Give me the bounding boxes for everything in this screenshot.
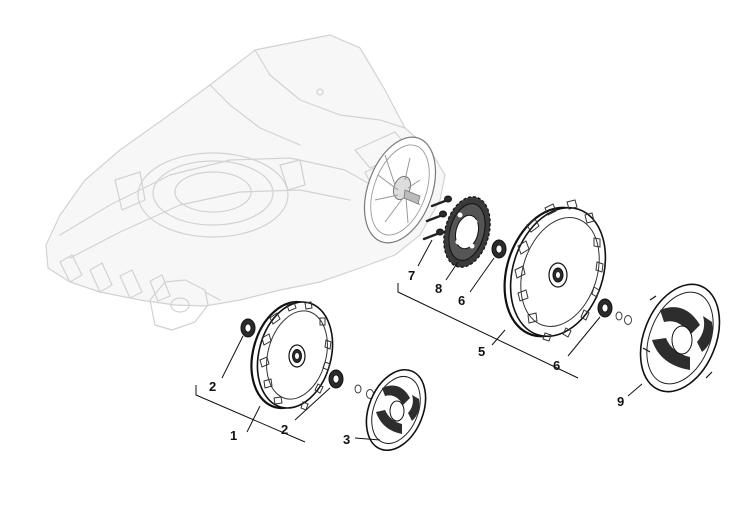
screw-set (422, 195, 452, 241)
callout-labels: 1 2 2 3 5 6 6 7 8 9 (209, 268, 624, 447)
screw (430, 195, 452, 208)
callout-8: 8 (435, 281, 442, 296)
washer-nut-front (354, 384, 374, 399)
rear-hubcap (639, 283, 721, 393)
callout-2-upper: 2 (209, 379, 216, 394)
rear-wheel (503, 199, 607, 342)
bushing-outer (597, 298, 613, 318)
leader-lines (195, 239, 643, 443)
callout-1: 1 (230, 428, 237, 443)
front-hubcap (365, 368, 427, 452)
rear-wheel-bracket-plate (363, 136, 437, 244)
callout-6-upper: 6 (458, 293, 465, 308)
front-wheel (250, 300, 334, 411)
callout-2-lower: 2 (281, 422, 288, 437)
callout-6-lower: 6 (553, 358, 560, 373)
mower-deck-ghost (45, 34, 446, 331)
callout-5: 5 (478, 344, 485, 359)
bushing-inner (491, 239, 507, 259)
front-bushing-outer (328, 369, 344, 389)
screw (425, 210, 447, 223)
front-bushing-inner (240, 318, 256, 338)
washer-nut-rear (615, 311, 632, 325)
screw (422, 228, 444, 241)
callout-3: 3 (343, 432, 350, 447)
callout-7: 7 (408, 268, 415, 283)
callout-9: 9 (617, 394, 624, 409)
drive-gear (443, 196, 491, 268)
